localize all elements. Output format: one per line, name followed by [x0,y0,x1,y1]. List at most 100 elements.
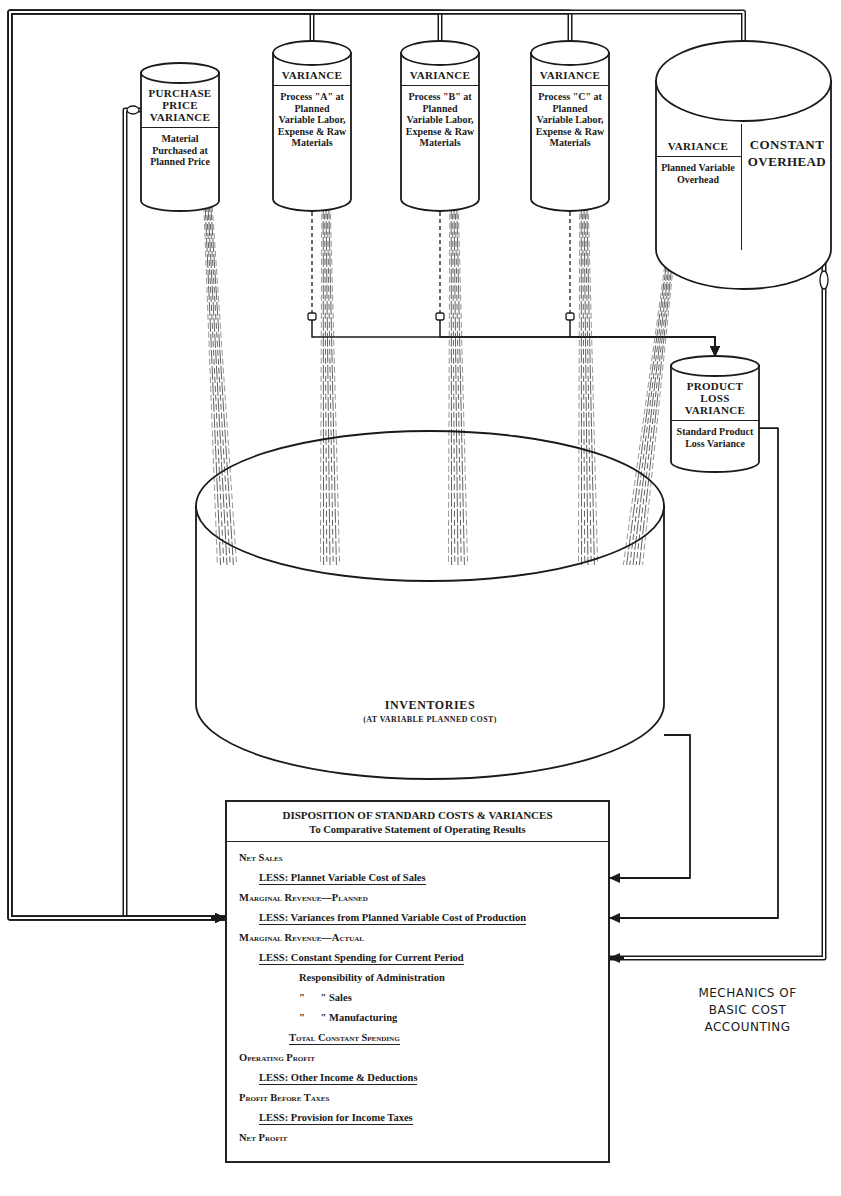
connector [448,205,467,565]
tank-outline [195,430,665,780]
stream-line [639,266,671,565]
tank-top [531,41,609,65]
stream-line [451,205,452,565]
statement-line-text: LESS: Variances from Planned Variable Co… [259,912,526,925]
statement-line-text: LESS: Plannet Variable Cost of Sales [259,872,426,885]
statement-row: " " Manufacturing [239,1011,596,1025]
stream-line [636,266,670,565]
variance-tank: VARIANCEProcess "A" at Planned Variable … [272,40,352,212]
connector [610,735,690,878]
stream-line [323,205,324,565]
variance-tank: VARIANCEProcess "C" at Planned Variable … [530,40,610,212]
connector [610,250,828,958]
tank-label: VARIANCEProcess "C" at Planned Variable … [530,66,610,151]
statement-label: Net Sales [239,852,283,863]
stream-line [329,205,337,565]
statement-row: Total Constant Spending [239,1031,596,1045]
flow-line [610,428,778,918]
stream-line [587,205,595,565]
variance-tank: VARIANCEProcess "B" at Planned Variable … [400,40,480,212]
inventory-subheading: (AT VARIABLE PLANNED COST) [195,715,665,724]
constant-column: CONSTANT OVERHEAD [741,124,832,250]
tank-heading: VARIANCE [400,66,480,86]
nozzle [308,313,316,320]
pipe [10,12,570,918]
statement-row: Operating Profit [239,1051,596,1065]
inventory-label: INVENTORIES (AT VARIABLE PLANNED COST) [195,698,665,724]
diagram-title: MECHANICS OF BASIC COST ACCOUNTING [680,985,815,1036]
statement-row: Net Profit [239,1131,596,1145]
pipe-bore [10,12,312,918]
statement-label: Total Constant Spending [289,1032,400,1045]
variance-column: VARIANCEPlanned Variable Overhead [655,124,741,250]
stream-line [578,205,579,565]
statement-row: LESS: Other Income & Deductions [239,1071,596,1085]
pipe-bore [624,250,824,958]
tank-body [196,505,664,779]
tank-heading: VARIANCE [272,66,352,86]
connector [10,12,744,918]
tank-body-text: Material Purchased at Planned Price [140,128,220,170]
variance-tank: VARIANCEPlanned Variable OverheadCONSTAN… [655,40,832,290]
tank-body-text: Planned Variable Overhead [655,157,741,187]
stream-line [448,205,449,565]
connector [578,205,597,565]
stream-line [330,205,339,565]
tank-label: VARIANCEPlanned Variable OverheadCONSTAN… [655,124,832,250]
tank-heading: PRODUCT LOSS VARIANCE [670,377,760,421]
tank-body [273,52,351,211]
stream-line [208,206,227,565]
stream-line [588,205,597,565]
tank-label: PRODUCT LOSS VARIANCEStandard Product Lo… [670,377,760,451]
flow-line [610,735,690,878]
pipe-bore [10,12,570,918]
variance-tank: PRODUCT LOSS VARIANCEStandard Product Lo… [670,355,760,473]
stream-line [320,205,321,565]
statement-row: Profit Before Taxes [239,1091,596,1105]
constant-overhead-text: CONSTANT OVERHEAD [742,124,832,182]
tank-body [531,52,609,211]
stream-line [205,206,220,565]
tank-body-text: Process "C" at Planned Variable Labor, E… [530,86,610,151]
stream-line [581,205,582,565]
connector [204,206,237,565]
connector [308,212,715,356]
statement-row: Marginal Revenue—Planned [239,891,596,905]
tank-heading: PURCHASE PRICE VARIANCE [140,84,220,128]
statement-label: LESS: Provision for Income Taxes [259,1112,413,1125]
nozzle [566,313,574,320]
stream-line [211,206,234,565]
tank-label: VARIANCEProcess "A" at Planned Variable … [272,66,352,151]
pipe-bore [10,12,744,918]
statement-row: Net Sales [239,851,596,865]
nozzle [436,313,444,320]
tank-top [273,41,351,65]
connector [125,106,225,918]
tank-heading: VARIANCE [655,124,741,157]
pipe [10,12,440,918]
statement-label: LESS: Other Income & Deductions [259,1072,417,1085]
stream-line [623,266,664,565]
inventory-heading: INVENTORIES [195,698,665,713]
statement-line: LESS: Constant Spending for Current Peri… [239,951,596,965]
statement-row: " " Sales [239,991,596,1005]
valve [820,271,828,289]
statement-line: LESS: Plannet Variable Cost of Sales [239,871,596,885]
stream-line [212,206,236,565]
stream-line [630,266,668,565]
pipe [610,250,824,958]
tank-body [141,72,219,211]
pipe-bore [10,12,440,918]
stream-line [457,205,465,565]
stream-line [209,206,230,565]
statement-line-text: LESS: Constant Spending for Current Peri… [259,952,464,965]
tank-label: PURCHASE PRICE VARIANCEMaterial Purchase… [140,84,220,170]
statement-label: Responsibility of Administration [299,972,445,983]
feed-line [440,320,715,356]
stream-line [643,266,674,565]
statement-label: Marginal Revenue—Actual [239,932,364,943]
connector [320,205,339,565]
dashed-feed [311,212,312,315]
statement-label: " " Manufacturing [299,1012,397,1023]
